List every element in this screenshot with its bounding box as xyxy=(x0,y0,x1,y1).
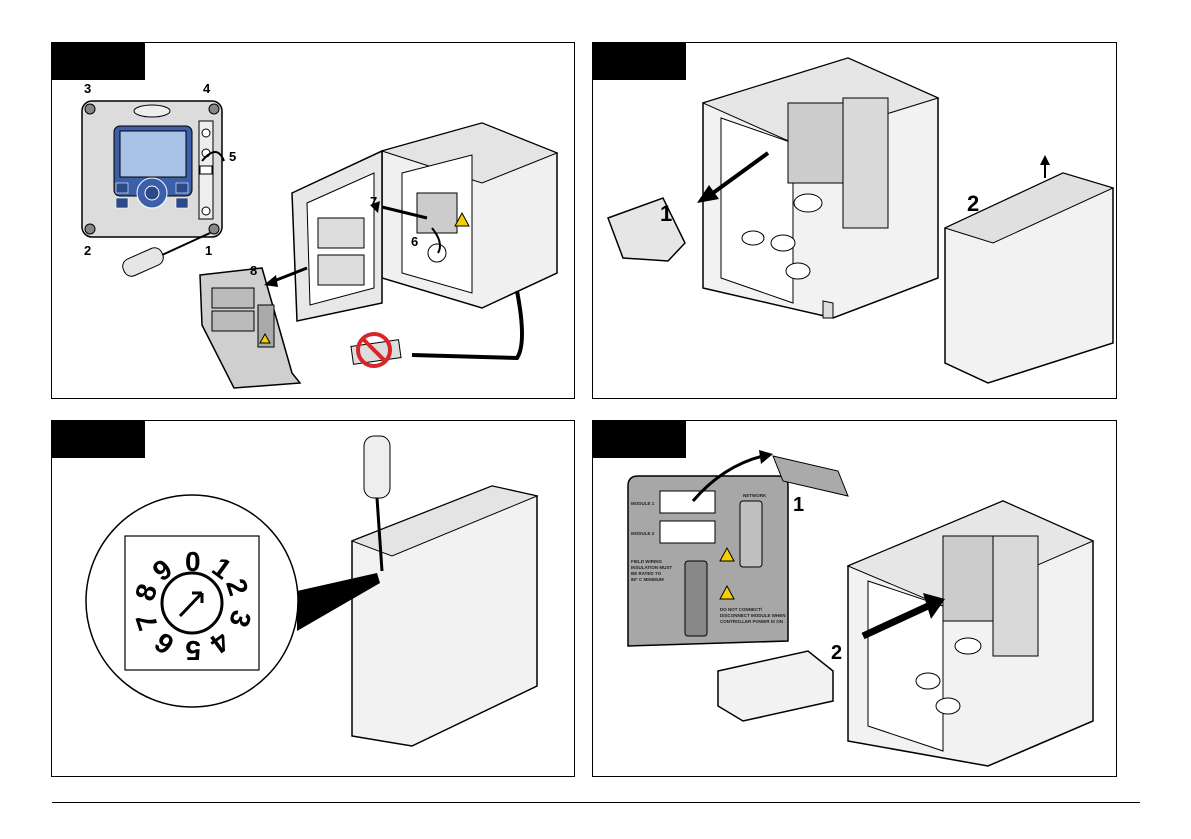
step-label: 5 xyxy=(229,149,236,164)
peel-arrow-icon xyxy=(759,450,773,464)
blank-plug xyxy=(608,198,685,261)
panel-1-illustration: 3 4 5 2 1 6 7 8 xyxy=(52,43,575,399)
panel-step-2: 1 2 xyxy=(592,42,1117,399)
step-label: 2 xyxy=(967,191,979,216)
step-label: 1 xyxy=(660,201,672,226)
field-wiring-line: 80° C MINIMUM xyxy=(631,577,664,582)
warning-line: CONTROLLER POWER IS ON xyxy=(720,619,783,624)
dial-digit: 0 xyxy=(185,546,201,577)
dial-digit: 5 xyxy=(185,635,201,666)
module-cover xyxy=(200,268,300,388)
panel-step-3: 0 1 2 3 4 5 6 7 8 9 xyxy=(51,420,575,777)
panel-4-illustration: MODULE 1 MODULE 2 NETWORK FIELD WIRING I… xyxy=(593,421,1117,777)
step-label: 4 xyxy=(203,81,211,96)
panel-step-1: 3 4 5 2 1 6 7 8 xyxy=(51,42,575,399)
field-wiring-line: INSULATION MUST xyxy=(631,565,672,570)
warning-line: DISCONNECT MODULE WHEN xyxy=(720,613,786,618)
field-wiring-line: BE RATED TO xyxy=(631,571,662,576)
step-label: 1 xyxy=(793,494,804,516)
network-label: NETWORK xyxy=(743,493,767,498)
step-label: 7 xyxy=(370,194,377,209)
warning-line: DO NOT CONNECT/ xyxy=(720,607,763,612)
module1-label: MODULE 1 xyxy=(631,501,655,506)
screwdriver xyxy=(120,233,210,279)
controller-front xyxy=(82,101,222,237)
module2-label: MODULE 2 xyxy=(631,531,655,536)
controller-housing xyxy=(703,58,938,318)
step-label: 2 xyxy=(84,243,91,258)
network-module xyxy=(718,651,833,721)
panel-step-4: MODULE 1 MODULE 2 NETWORK FIELD WIRING I… xyxy=(592,420,1117,777)
panel-3-illustration: 0 1 2 3 4 5 6 7 8 9 xyxy=(52,421,575,777)
step-label: 2 xyxy=(831,642,842,664)
panel-2-illustration: 1 2 xyxy=(593,43,1117,399)
footer-rule xyxy=(52,802,1140,803)
field-wiring-line: FIELD WIRING xyxy=(631,559,662,564)
step-label: 6 xyxy=(411,234,418,249)
step-label: 3 xyxy=(84,81,91,96)
step-label: 8 xyxy=(250,263,257,278)
step-label: 1 xyxy=(205,243,212,258)
controller-housing xyxy=(848,501,1093,766)
screwdriver xyxy=(364,436,390,498)
